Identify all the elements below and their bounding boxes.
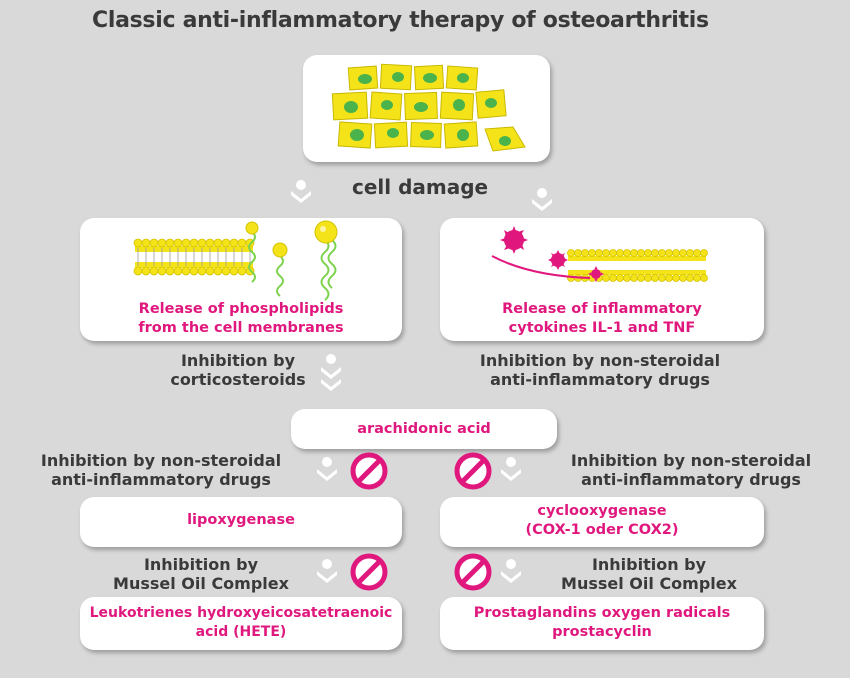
cell-tissue-box [303,55,550,162]
cytokine-membrane-illustration [491,226,708,282]
prohibition-icon [454,452,492,490]
lipoxygenase-text: lipoxygenase [187,512,295,528]
down-chevron-icon [317,559,337,583]
leukotrienes-text-line1: Leukotrienes hydroxyeicosatetraenoic [89,605,393,621]
arachidonic-acid-box: arachidonic acid [291,409,557,449]
down-chevron-icon [291,180,311,203]
cytokine-box: Release of inflammatory cytokines IL-1 a… [440,218,764,341]
nsaid-left-label-line2: anti-inflammatory drugs [51,470,271,489]
phospholipid-text-line1: Release of phospholipids [138,301,344,317]
prostaglandins-box: Prostaglandins oxygen radicals prostacyc… [440,597,764,650]
cell-tissue-illustration [331,63,526,152]
nsaid-top-label-line2: anti-inflammatory drugs [490,370,710,389]
mussel-left-label-line1: Inhibition by [143,555,259,574]
prohibition-icon [454,553,492,591]
corticosteroids-label-line1: Inhibition by [180,351,296,370]
arachidonic-acid-text: arachidonic acid [357,421,491,437]
nsaid-top-label: Inhibition by non-steroidal anti-inflamm… [440,351,760,389]
leukotrienes-box: Leukotrienes hydroxyeicosatetraenoic aci… [80,597,402,650]
phospholipid-text-line2: from the cell membranes [138,320,344,336]
mussel-left-label: Inhibition by Mussel Oil Complex [66,555,336,593]
mussel-right-label: Inhibition by Mussel Oil Complex [514,555,784,593]
page-title: Classic anti-inflammatory therapy of ost… [92,8,709,33]
corticosteroids-label-line2: corticosteroids [170,370,306,389]
nsaid-right-label-line2: anti-inflammatory drugs [581,470,801,489]
cyclooxygenase-box: cyclooxygenase (COX-1 oder COX2) [440,497,764,547]
nsaid-right-label: Inhibition by non-steroidal anti-inflamm… [556,451,826,489]
prostaglandins-text-line1: Prostaglandins oxygen radicals [473,605,731,621]
prostaglandins-text-line2: prostacyclin [552,624,652,640]
lipoxygenase-box: lipoxygenase [80,497,402,547]
prohibition-icon [350,452,388,490]
down-chevron-icon [501,457,521,481]
nsaid-right-label-line1: Inhibition by non-steroidal [570,451,812,470]
leukotrienes-text-line2: acid (HETE) [195,624,287,640]
cyclooxygenase-text-line1: cyclooxygenase [537,503,667,519]
cell-damage-label: cell damage [352,175,489,199]
mussel-right-label-line1: Inhibition by [591,555,707,574]
nsaid-top-label-line1: Inhibition by non-steroidal [479,351,721,370]
phospholipid-membrane-illustration [133,220,338,301]
nsaid-left-label: Inhibition by non-steroidal anti-inflamm… [26,451,296,489]
prohibition-icon [350,553,388,591]
cytokine-text-line2: cytokines IL-1 and TNF [508,320,696,336]
down-chevron-icon [501,559,521,583]
nsaid-left-label-line1: Inhibition by non-steroidal [40,451,282,470]
mussel-right-label-line2: Mussel Oil Complex [561,574,737,593]
cytokine-text-line1: Release of inflammatory [502,301,702,317]
down-chevron-icon [532,188,552,211]
cyclooxygenase-text-line2: (COX-1 oder COX2) [525,522,679,538]
corticosteroids-label: Inhibition by corticosteroids [128,351,348,389]
mussel-left-label-line2: Mussel Oil Complex [113,574,289,593]
down-chevron-icon [321,354,341,391]
phospholipid-box: Release of phospholipids from the cell m… [80,218,402,341]
down-chevron-icon [317,457,337,481]
